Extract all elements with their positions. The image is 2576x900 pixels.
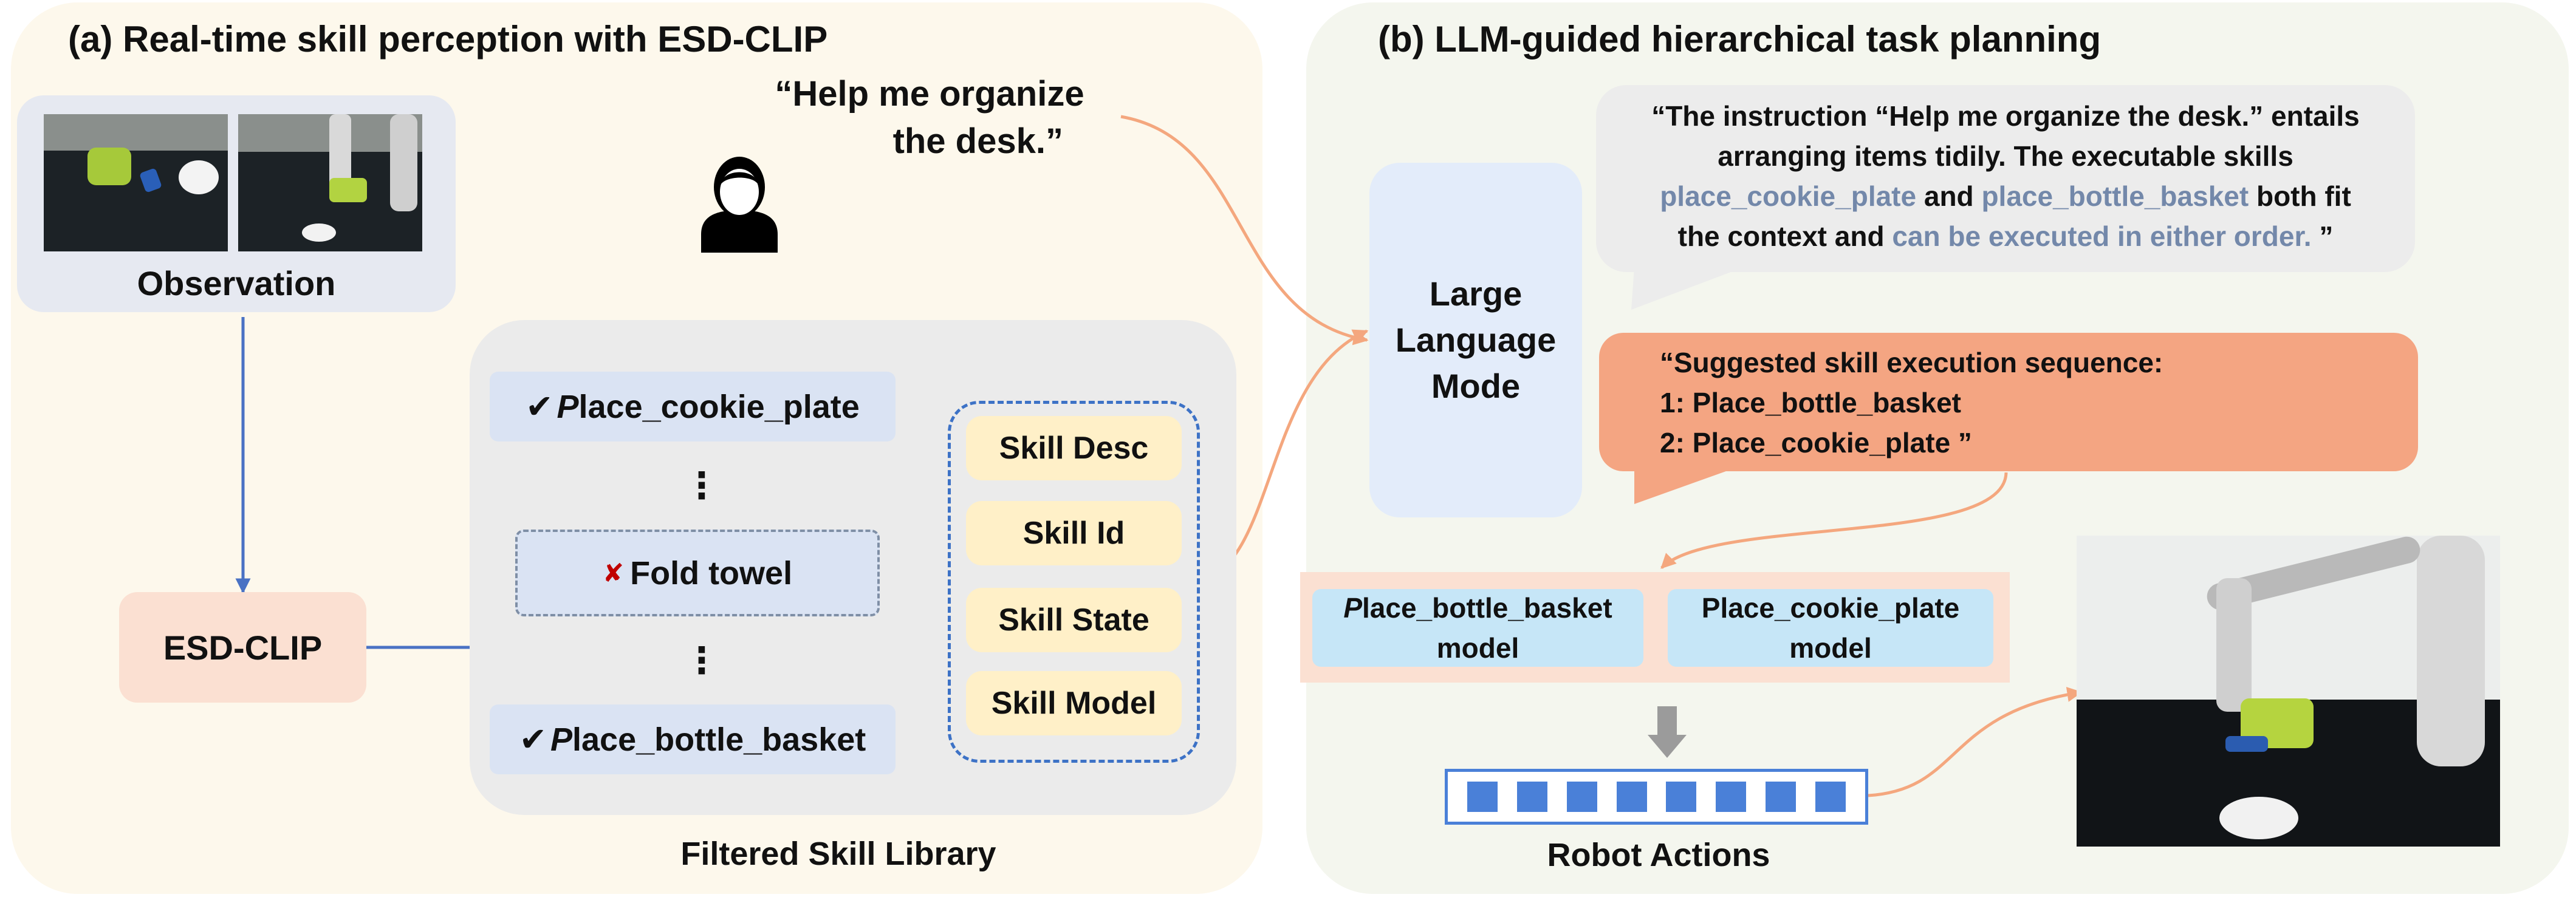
- robot-action-block: [1516, 782, 1547, 812]
- reasoning-bubble-tail: [1631, 267, 1744, 310]
- reasoning-and: and: [1916, 180, 1982, 212]
- observation-label: Observation: [137, 264, 336, 302]
- attribute-skill-desc: Skill Desc: [966, 416, 1182, 480]
- wall-area: [44, 114, 228, 151]
- robot-action-block: [1766, 782, 1797, 812]
- robot-actions-label: Robot Actions: [1547, 837, 1770, 873]
- reasoning-either-order: can be executed in either order.: [1892, 220, 2312, 252]
- robot-action-block: [1616, 782, 1647, 812]
- skill-item-fold-towel: ✘ Fold towel: [515, 530, 880, 616]
- skill-item-initial: P: [550, 721, 573, 758]
- reasoning-line1: “The instruction “Help me organize the d…: [1651, 100, 2360, 132]
- model-place-bottle-basket: Place_bottle_basket model: [1312, 589, 1643, 667]
- reasoning-line4-head: the context and: [1677, 220, 1893, 252]
- ellipsis-top: ⋮: [683, 465, 720, 506]
- ellipsis-bottom: ⋮: [683, 640, 720, 681]
- user-icon: [701, 157, 778, 253]
- robot-action-block: [1666, 782, 1697, 812]
- plate-shape: [2219, 797, 2298, 839]
- robot-base-shape: [2417, 536, 2485, 766]
- basket-shape: [329, 178, 367, 202]
- skill-item-label: Fold towel: [630, 554, 793, 591]
- basket-shape: [87, 148, 131, 185]
- panel-a-title: (a) Real-time skill perception with ESD-…: [68, 19, 828, 60]
- reasoning-skill1: place_cookie_plate: [1660, 180, 1917, 212]
- robot-scene-image: [2077, 536, 2500, 847]
- llm-label-line3: Mode: [1431, 367, 1521, 405]
- robot-base-shape: [390, 114, 417, 211]
- model-line1: Place_cookie_plate: [1701, 592, 1960, 624]
- robot-action-sequence: [1445, 769, 1868, 825]
- llm-label-line2: Language: [1395, 321, 1557, 359]
- esd-clip-block: ESD-CLIP: [119, 592, 366, 703]
- check-icon: ✔: [519, 721, 547, 758]
- attribute-skill-state: Skill State: [966, 588, 1182, 652]
- skill-attributes-box: [948, 401, 1200, 763]
- attribute-skill-id: Skill Id: [966, 501, 1182, 565]
- plate-shape: [179, 160, 219, 194]
- skill-item-label: lace_bottle_basket: [572, 721, 866, 758]
- panel-b-title: (b) LLM-guided hierarchical task plannin…: [1378, 19, 2102, 60]
- robot-action-block: [1467, 782, 1498, 812]
- robot-action-block: [1566, 782, 1597, 812]
- reasoning-line2: arranging items tidily. The executable s…: [1718, 140, 2293, 172]
- instruction-quote: “Help me organize the desk.”: [723, 70, 1136, 165]
- model-place-cookie-plate: Place_cookie_plate model: [1668, 589, 1993, 667]
- reasoning-skill2: place_bottle_basket: [1981, 180, 2249, 212]
- skill-item-label: lace_cookie_plate: [578, 388, 860, 425]
- model-line2: model: [1789, 632, 1872, 664]
- sequence-line1: “Suggested skill execution sequence:: [1660, 347, 2163, 378]
- check-icon: ✔: [526, 389, 553, 425]
- arrow-models-to-actions: [1648, 706, 1687, 758]
- reject-icon: ✘: [602, 559, 625, 587]
- model-line2: model: [1436, 632, 1519, 664]
- reasoning-tail: both fit: [2249, 180, 2351, 212]
- arrow-sequence-to-models: [1660, 472, 2008, 569]
- instruction-quote-line1: “Help me organize: [775, 74, 1084, 114]
- robot-action-block: [1815, 782, 1846, 812]
- robot-arm-lower-shape: [2216, 578, 2252, 712]
- observation-image-left: [44, 114, 228, 251]
- llm-label-line1: Large: [1429, 274, 1523, 313]
- observation-image-right: [238, 114, 422, 251]
- skill-item-initial: P: [557, 388, 579, 425]
- robot-action-block: [1716, 782, 1747, 812]
- model-initial: P: [1343, 592, 1363, 624]
- model-name: lace_bottle_basket: [1362, 592, 1612, 624]
- llm-block: Large Language Mode: [1369, 163, 1582, 517]
- sequence-line3: 2: Place_cookie_plate ”: [1660, 427, 1972, 459]
- reasoning-bubble: “The instruction “Help me organize the d…: [1596, 85, 2415, 272]
- skill-library-caption: Filtered Skill Library: [680, 836, 996, 872]
- arrow-actions-to-robot: [1868, 687, 2083, 797]
- sequence-bubble: “Suggested skill execution sequence: 1: …: [1599, 333, 2418, 471]
- model-line1: Place_bottle_basket: [1343, 588, 1612, 628]
- reasoning-line3: place_cookie_plate and place_bottle_bask…: [1596, 176, 2415, 216]
- reasoning-line4-tail: ”: [2311, 220, 2334, 252]
- instruction-quote-line2: the desk.”: [892, 121, 1063, 161]
- bottle-shape: [2225, 736, 2268, 752]
- plate-shape: [302, 223, 336, 242]
- attribute-skill-model: Skill Model: [966, 671, 1182, 735]
- reasoning-line4: the context and can be executed in eithe…: [1596, 216, 2415, 256]
- bottle-shape: [139, 168, 162, 193]
- sequence-bubble-tail: [1634, 463, 1750, 504]
- arrow-quote-to-llm: [1120, 115, 1369, 346]
- sequence-line2: 1: Place_bottle_basket: [1660, 387, 1962, 418]
